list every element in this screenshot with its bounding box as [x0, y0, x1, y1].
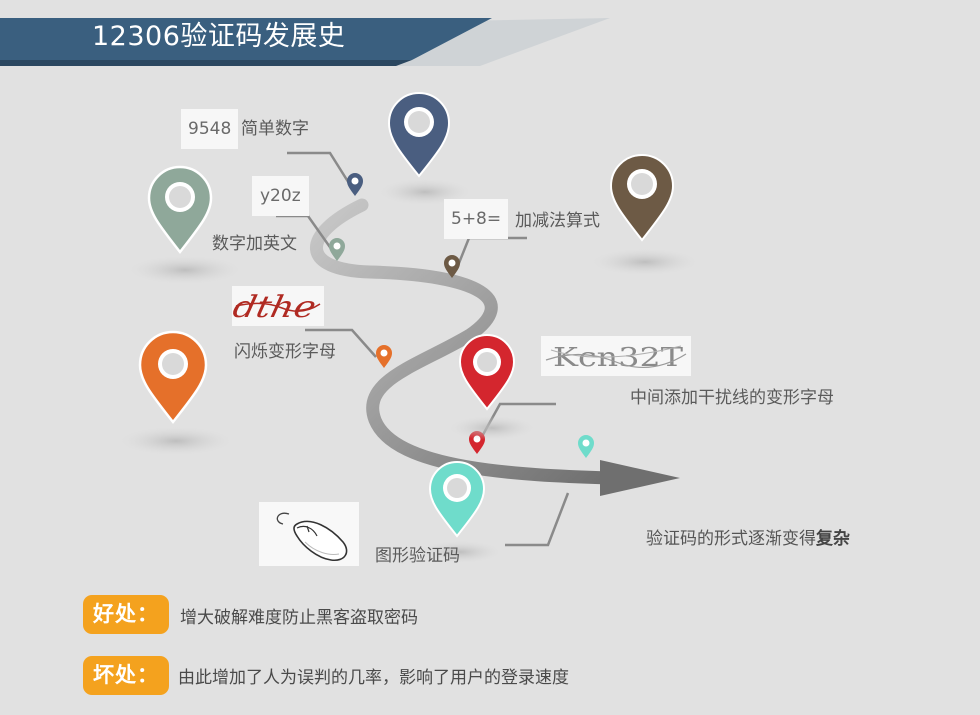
captcha-sample-distorted-box: dthe [230, 286, 324, 326]
distorted-letters-image: dthe [230, 290, 321, 325]
title-banner [0, 18, 610, 66]
captcha-sample-alnum: y20z [252, 176, 309, 216]
small-pin-green-icon [329, 238, 345, 261]
large-pin-blue-icon [380, 92, 470, 205]
cons-badge: 坏处： [83, 656, 169, 695]
large-pin-red-icon [450, 334, 534, 440]
trend-summary-text: 验证码的形式逐渐变得 [646, 529, 816, 549]
step-label-arithmetic: 加减法算式 [515, 211, 600, 231]
interference-letters-text: Kcn32T [553, 343, 684, 373]
page-title: 12306验证码发展史 [92, 21, 346, 52]
large-pin-orange-icon [121, 330, 231, 455]
step-label-image-captcha: 图形验证码 [375, 546, 460, 566]
cons-text: 由此增加了人为误判的几率，影响了用户的登录速度 [178, 668, 569, 688]
trend-summary-emphasis: 复杂 [816, 529, 850, 549]
road-arrow [310, 198, 680, 496]
small-pin-orange-icon [376, 345, 392, 368]
trend-summary: 验证码的形式逐渐变得复杂 [646, 524, 850, 549]
large-pin-teal-icon [420, 461, 500, 563]
mouse-icon [276, 512, 348, 562]
step-label-flashing-letters: 闪烁变形字母 [234, 342, 336, 362]
small-pin-blue-icon [347, 173, 363, 196]
captcha-sample-image-box [259, 502, 359, 566]
small-pin-teal-icon [578, 435, 594, 458]
captcha-sample-interference-box: Kcn32T [541, 336, 691, 376]
distorted-letters-text: dthe [232, 290, 319, 325]
captcha-sample-arithmetic: 5+8= [444, 199, 509, 239]
step-label-interference-letters: 中间添加干扰线的变形字母 [630, 388, 834, 408]
step-label-digits-letters: 数字加英文 [212, 234, 297, 254]
pros-badge: 好处： [83, 595, 169, 634]
interference-letters-image: Kcn32T [545, 343, 687, 373]
step-label-simple-digits: 简单数字 [241, 119, 309, 139]
large-pin-brown-icon [593, 154, 697, 275]
small-pin-brown-icon [444, 255, 460, 278]
captcha-sample-digits: 9548 [181, 109, 239, 149]
pros-text: 增大破解难度防止黑客盗取密码 [180, 608, 418, 628]
large-pin-green-icon [130, 165, 240, 284]
